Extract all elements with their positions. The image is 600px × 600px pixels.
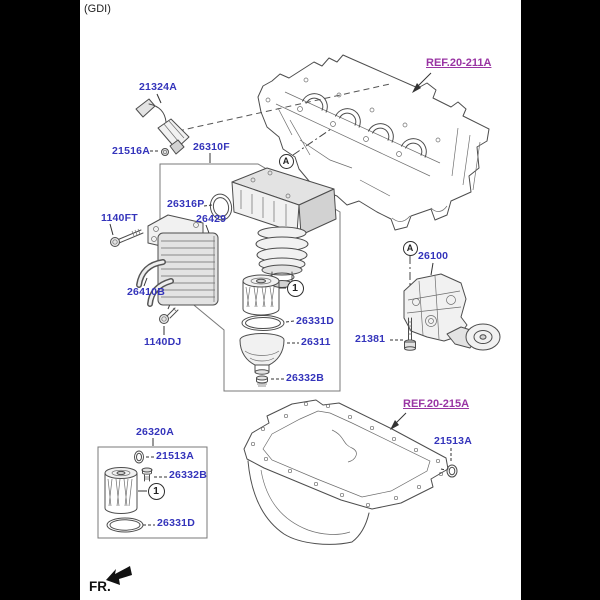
part-label-26320a: 26320A	[136, 426, 174, 438]
part-label-26410b: 26410B	[127, 286, 165, 298]
front-direction-label: FR.	[89, 579, 111, 594]
part-label-26429: 26429	[196, 213, 227, 225]
part-label-21381: 21381	[355, 333, 386, 345]
part-label-26310f: 26310F	[193, 141, 230, 153]
part-label-21324a: 21324A	[139, 81, 177, 93]
part-label-26331d: 26331D	[157, 517, 195, 529]
part-label-21513a: 21513A	[156, 450, 194, 462]
part-label-26100: 26100	[418, 250, 449, 262]
part-label-21513a: 21513A	[434, 435, 472, 447]
part-label-26332b: 26332B	[169, 469, 207, 481]
engine-variant-note: (GDI)	[84, 3, 111, 15]
part-label-26332b: 26332B	[286, 372, 324, 384]
part-label-1140ft: 1140FT	[101, 212, 138, 224]
callout-marker-1: 1	[147, 482, 165, 500]
ref-link-ref-20-211a[interactable]: REF.20-211A	[426, 57, 492, 69]
part-label-21516a: 21516A	[112, 145, 150, 157]
part-label-1140dj: 1140DJ	[144, 336, 182, 348]
callout-marker-1: 1	[286, 279, 304, 297]
part-label-26331d: 26331D	[296, 315, 334, 327]
part-label-26316p: 26316P	[167, 198, 205, 210]
callout-marker-a: A	[278, 153, 294, 169]
part-label-26311: 26311	[301, 336, 331, 348]
ref-link-ref-20-215a[interactable]: REF.20-215A	[403, 398, 470, 410]
callout-marker-a: A	[402, 240, 418, 256]
